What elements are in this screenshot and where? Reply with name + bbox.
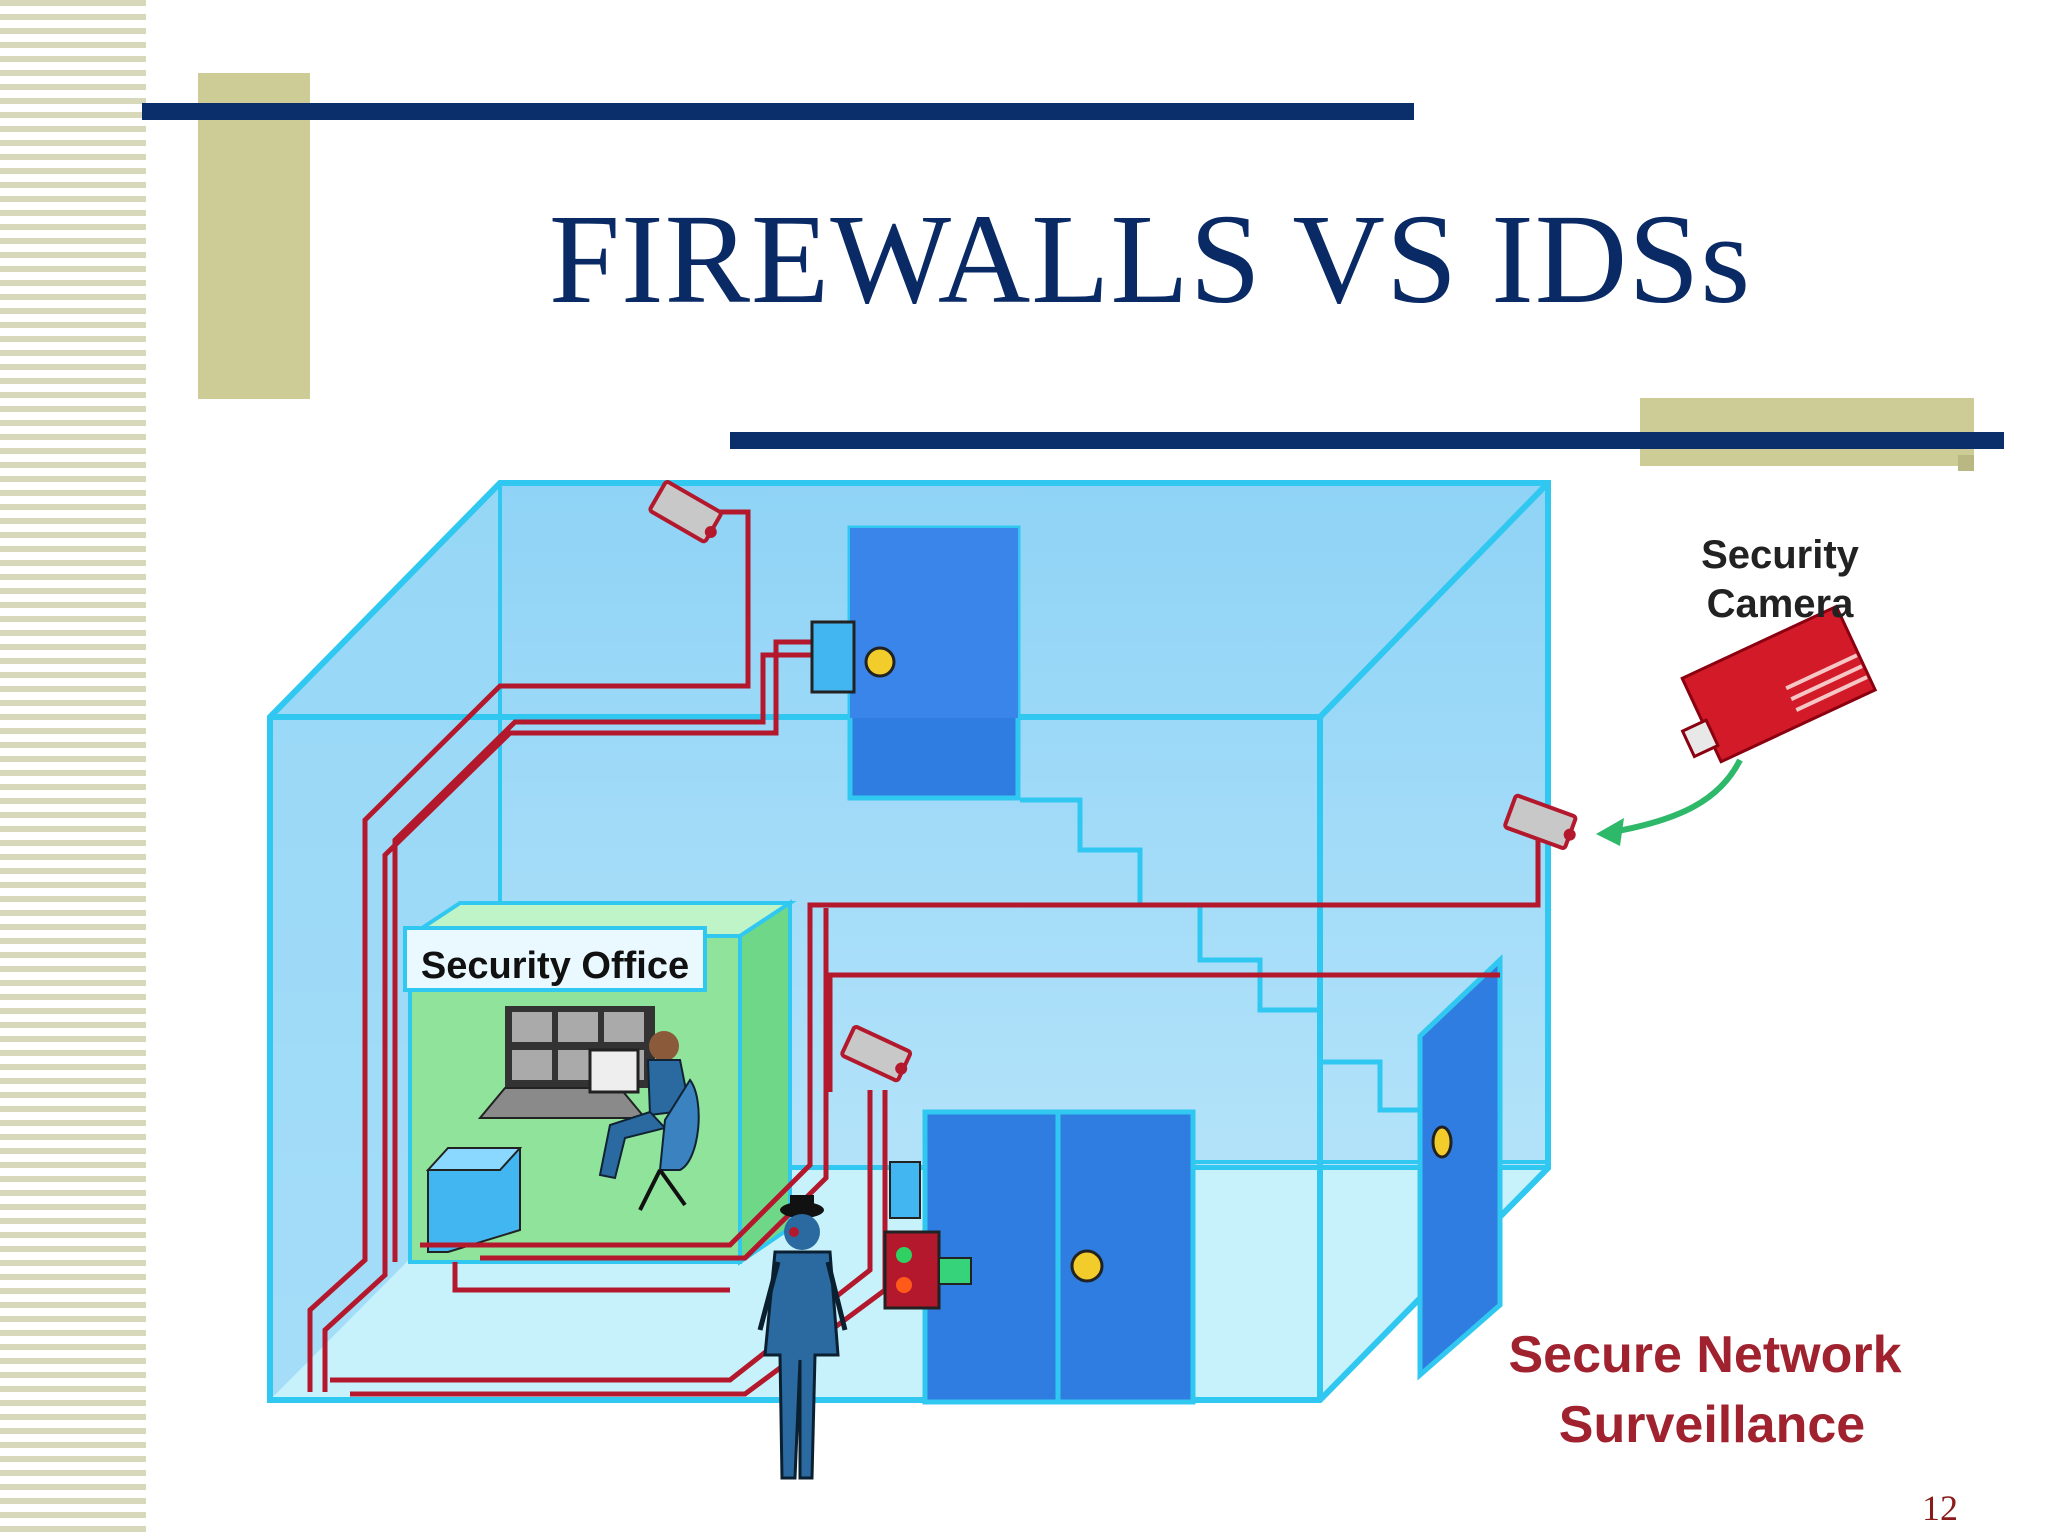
camera-arrowhead: [1596, 818, 1624, 846]
camera-right: [1503, 793, 1578, 850]
caption-line1: Secure Network: [1508, 1326, 1901, 1384]
security-camera-illustration: [1680, 604, 1878, 764]
upper-access-panel: [810, 620, 856, 694]
seated-operator: [598, 1031, 700, 1211]
olive-block-top-left: [198, 73, 310, 399]
upper-door: [847, 525, 1021, 801]
camera-arrow: [1611, 758, 1743, 835]
caption-line2: Surveillance: [1559, 1396, 1865, 1454]
page-number: 12: [1922, 1488, 1958, 1528]
control-box: [425, 1147, 523, 1253]
navy-rule-bottom: [730, 432, 2004, 449]
security-guard: [757, 1195, 848, 1480]
camera-top: [648, 480, 723, 544]
striped-side-bar: [0, 0, 146, 1536]
navy-rule-top: [142, 103, 1414, 120]
side-door: [1417, 954, 1503, 1381]
security-camera-label-line1: Security: [1701, 533, 1860, 577]
staircase: [1020, 797, 1433, 1162]
monitor-wall: [477, 1006, 655, 1119]
camera-lower: [840, 1024, 913, 1083]
keypad-panel: [883, 1161, 972, 1310]
security-camera-label-line2: Camera: [1707, 582, 1855, 626]
slide-title: FIREWALLS VS IDSs: [548, 188, 1752, 330]
security-office-label: Security Office: [421, 945, 689, 987]
olive-block-right-shadow: [1958, 455, 1974, 471]
